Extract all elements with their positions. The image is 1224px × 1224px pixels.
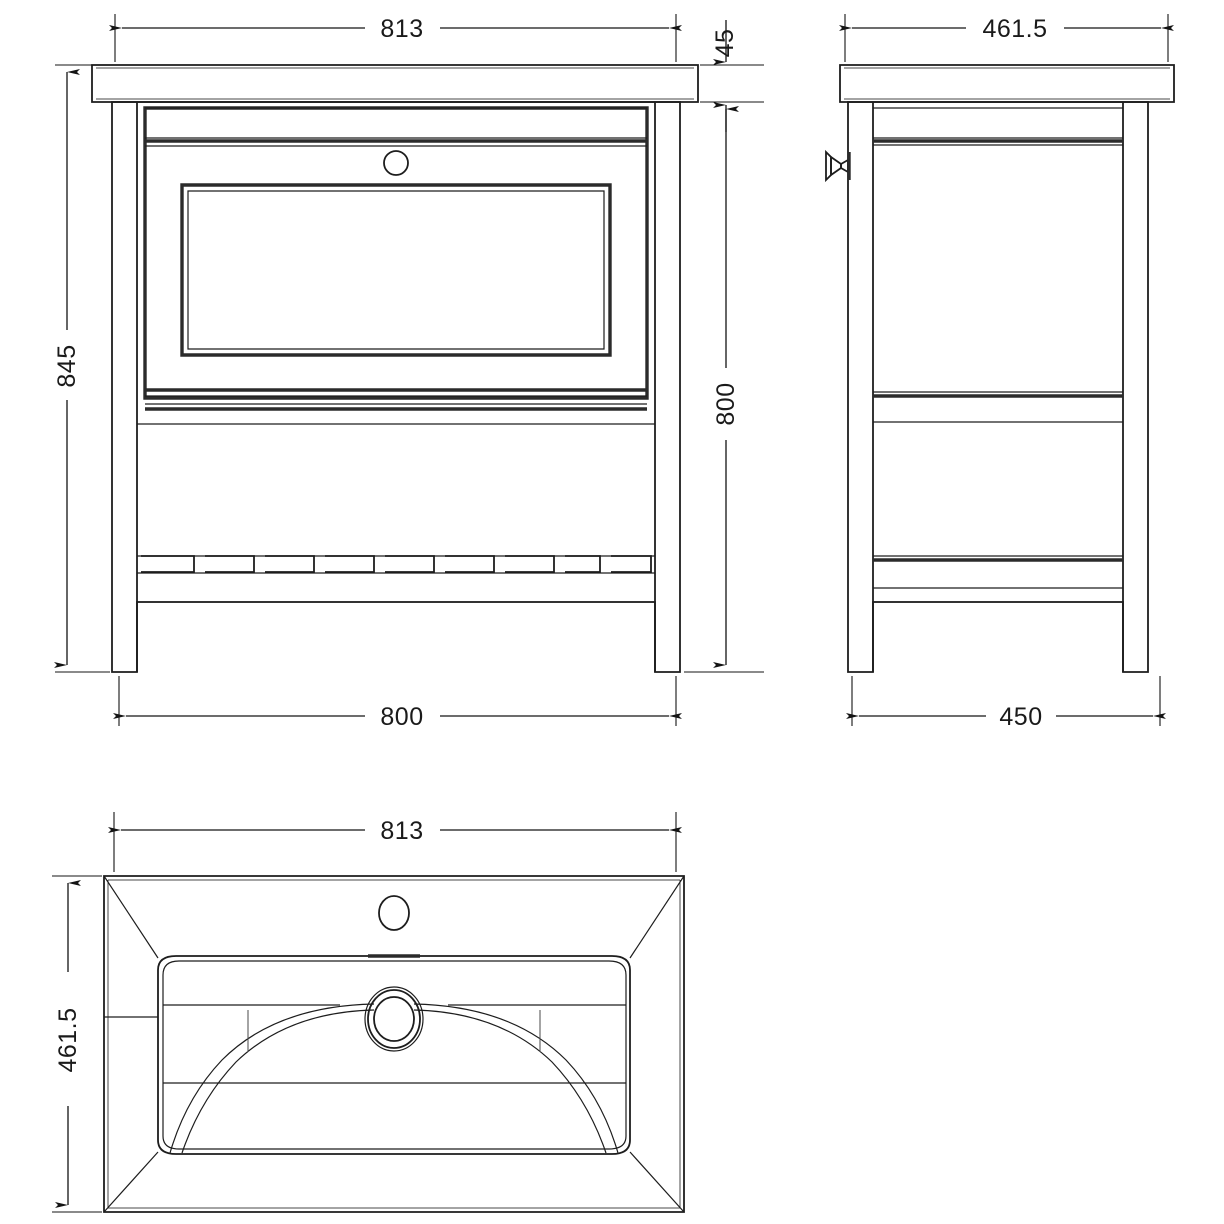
plan-bowl-hairlines (247, 1010, 541, 1052)
plan-view-basin: 813 461.5 (52, 812, 685, 1213)
dim-label-800-height: 800 (712, 382, 740, 425)
dim-front-top-width: 813 (109, 14, 682, 62)
side-knob-profile (825, 149, 851, 183)
front-slat-rail (137, 555, 655, 574)
front-open-shelf (137, 403, 655, 425)
dim-side-cabinet-depth: 450 (846, 676, 1166, 731)
dim-label-461-5-plan: 461.5 (54, 1007, 82, 1072)
dim-side-top-depth: 461.5 (839, 14, 1174, 62)
waste-drain-circle (364, 986, 424, 1052)
side-cabinet-body (847, 101, 1149, 673)
dim-front-cabinet-height: 800 (684, 101, 764, 673)
plan-outer-slab (103, 875, 685, 1213)
dim-front-top-thickness: 45 (700, 20, 764, 132)
dim-label-845: 845 (53, 344, 81, 387)
drawer-knob-circle (383, 150, 409, 176)
side-elevation-view: 461.5 450 (825, 14, 1175, 731)
dim-label-800-width: 800 (380, 703, 423, 731)
front-elevation-view: 813 45 845 800 (53, 14, 764, 731)
dim-label-813-front: 813 (380, 15, 423, 43)
dim-front-cabinet-width: 800 (113, 676, 682, 731)
dim-label-45: 45 (711, 29, 739, 58)
front-cabinet-body (111, 101, 681, 673)
front-countertop (91, 64, 699, 103)
dim-plan-depth: 461.5 (52, 875, 102, 1213)
dim-label-813-plan: 813 (380, 817, 423, 845)
dim-front-overall-height: 845 (53, 64, 110, 673)
tap-hole-circle (378, 895, 410, 931)
plan-bowl-outline (157, 955, 631, 1155)
plan-corner-chamfers (103, 875, 685, 1213)
front-drawer (143, 106, 649, 400)
dim-plan-width: 813 (108, 812, 682, 872)
side-internal-rails (873, 107, 1123, 589)
dim-label-461-5-side: 461.5 (982, 15, 1047, 43)
side-countertop (839, 64, 1175, 103)
dim-label-450: 450 (999, 703, 1042, 731)
plan-bowl-sweeps (163, 1003, 626, 1154)
